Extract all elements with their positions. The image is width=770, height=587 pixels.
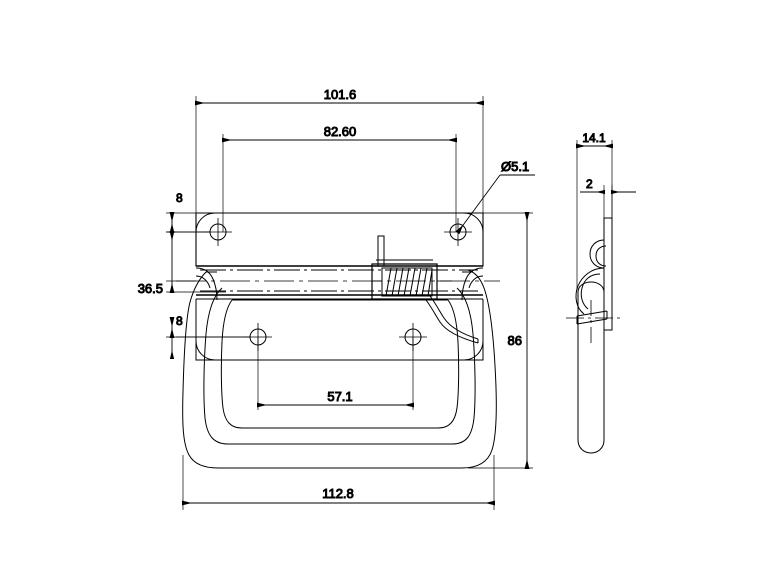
dimension-side-thickness: 2 <box>580 177 636 218</box>
dimension-label-side-thickness: 2 <box>586 177 593 191</box>
dimension-hole-pitch-top: 82.60 <box>222 124 457 232</box>
dimension-label-plate-width: 101.6 <box>324 87 357 102</box>
dimension-label-bottom-offset: 8 <box>176 314 183 328</box>
bail-handle-front <box>182 267 497 469</box>
dimension-plate-width: 101.6 <box>195 87 484 215</box>
dimension-label-hole-pitch-bottom: 57.1 <box>327 389 352 404</box>
dimension-label-hole-pitch-top: 82.60 <box>324 124 357 139</box>
dimension-hinge-height: 36.5 <box>137 231 226 297</box>
dimension-label-overall-width: 112.8 <box>322 486 354 501</box>
front-view-plate <box>176 212 500 361</box>
callout-label-hole-diameter: Ø5.1 <box>501 159 529 174</box>
dimension-label-hinge-height: 36.5 <box>138 281 163 296</box>
dimension-label-top-offset: 8 <box>176 191 183 205</box>
torsion-spring-front <box>371 235 479 344</box>
dimension-top-offset: 8 <box>166 191 210 233</box>
dimension-overall-height: 86 <box>468 212 533 469</box>
dimension-label-side-depth: 14.1 <box>582 131 606 145</box>
dimension-side-depth: 14.1 <box>576 131 613 290</box>
callout-hole-diameter: Ø5.1 <box>455 159 535 235</box>
dimension-hole-pitch-bottom: 57.1 <box>257 337 414 410</box>
projection-lines <box>166 280 483 361</box>
dimension-label-overall-height: 86 <box>508 333 522 348</box>
side-view-profile <box>566 217 624 454</box>
dimension-overall-width: 112.8 <box>182 455 495 510</box>
